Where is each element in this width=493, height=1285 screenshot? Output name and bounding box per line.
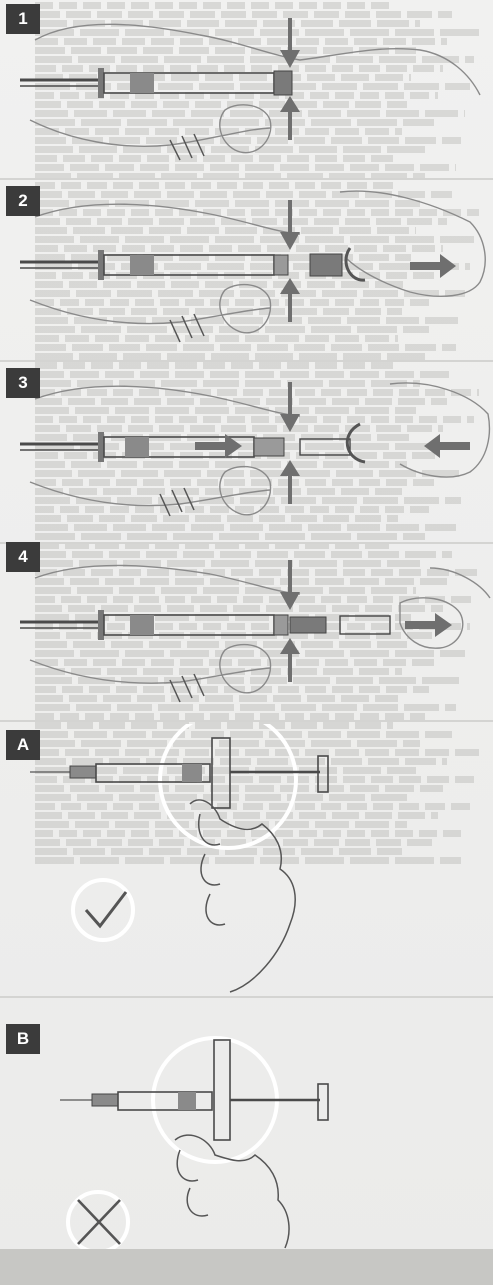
example-a-illustration (0, 724, 493, 994)
up-arrow-icon (280, 638, 300, 682)
divider (0, 178, 493, 180)
up-arrow-icon (280, 96, 300, 140)
step-1-panel: 1 (0, 0, 493, 178)
down-arrow-icon (280, 18, 300, 68)
example-label-badge: A (6, 730, 40, 760)
example-a-panel: A (0, 724, 493, 994)
step-number-badge: 1 (6, 4, 40, 34)
up-arrow-icon (280, 278, 300, 322)
example-b-illustration (0, 1000, 493, 1250)
left-arrow-icon (424, 434, 470, 458)
twist-arrow-icon (346, 248, 365, 280)
right-arrow-icon (410, 254, 456, 278)
hand-outline (175, 1135, 289, 1248)
checkmark-icon (86, 892, 126, 926)
down-arrow-icon (280, 200, 300, 250)
up-arrow-icon (280, 460, 300, 504)
divider (0, 996, 493, 998)
down-arrow-icon (280, 382, 300, 432)
step-1-illustration (0, 0, 493, 178)
cross-icon (78, 1200, 120, 1244)
right-arrow-icon (405, 613, 452, 637)
step-4-illustration (0, 538, 493, 716)
down-arrow-icon (280, 560, 300, 610)
verdict-circle (73, 880, 133, 940)
step-3-illustration (0, 364, 493, 542)
divider (0, 720, 493, 722)
step-3-panel: 3 (0, 364, 493, 542)
step-number-badge: 3 (6, 368, 40, 398)
step-4-panel: 4 (0, 538, 493, 716)
magnifier-circle (160, 724, 296, 848)
example-b-panel: B (0, 1000, 493, 1250)
bottom-band (0, 1249, 493, 1285)
step-number-badge: 2 (6, 186, 40, 216)
step-2-illustration (0, 182, 493, 360)
step-2-panel: 2 (0, 182, 493, 360)
example-label-badge: B (6, 1024, 40, 1054)
hand-outline (190, 800, 295, 992)
divider (0, 360, 493, 362)
step-number-badge: 4 (6, 542, 40, 572)
